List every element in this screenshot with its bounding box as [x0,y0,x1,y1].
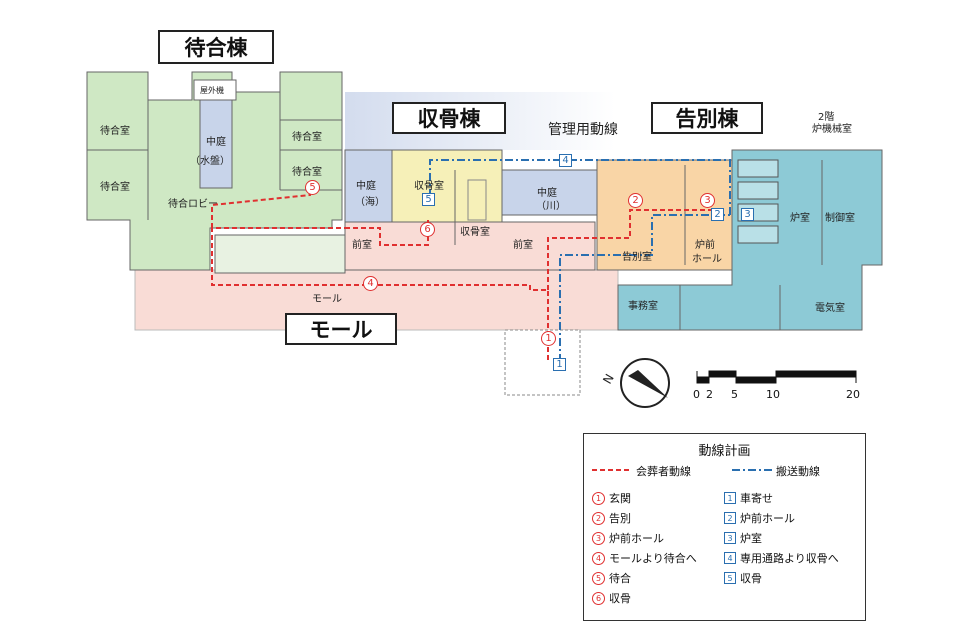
restroom-area [214,234,346,274]
mourner-marker-3: 3 [700,193,715,208]
legend-transport-marker: 2 [724,512,736,524]
room-courtyard-river-sub: （川） [536,201,566,212]
legend-transport-text: 収骨 [740,572,762,585]
legend-transport-marker: 5 [724,572,736,584]
room-bone-2: 収骨室 [460,227,490,238]
legend-mourner-marker: 1 [592,491,605,505]
legend-mourner-text: 炉前ホール [609,532,664,545]
room-control: 制御室 [825,213,855,224]
legend-mourner-text: 収骨 [609,592,631,605]
farewell-building-title: 告別棟 [651,102,763,134]
transport-route-private [429,159,731,215]
legend-transport-item: 3 炉室 [724,530,762,546]
room-waiting-3: 待合室 [292,132,322,143]
courtyard-river-shape [501,169,598,216]
room-courtyard-sea: 中庭 [356,181,376,192]
transport-marker-2: 2 [711,208,724,221]
waiting-building-title: 待合棟 [158,30,274,64]
room-waiting-1: 待合室 [100,126,130,137]
room-mall: モール [312,294,342,305]
mourner-marker-2: 2 [628,193,643,208]
legend-mourner-marker: 5 [592,571,605,585]
transport-marker-1: 1 [553,358,566,371]
mourner-marker-1: 1 [541,331,556,346]
legend-mourner-item: 3 炉前ホール [592,530,664,546]
room-anteroom-2: 前室 [513,240,533,251]
transport-route-line [559,214,730,362]
bone-building-title: 収骨棟 [392,102,506,134]
legend-mourner-item: 1 玄関 [592,490,631,506]
legend-mourner-item: 4 モールより待合へ [592,550,697,566]
legend-mourner-item: 6 収骨 [592,590,631,606]
legend-title: 動線計画 [698,444,751,459]
legend-transport-label: 搬送動線 [776,465,820,478]
legend-transport-marker: 3 [724,532,736,544]
room-electrical: 電気室 [815,303,845,314]
legend-mourner-marker: 3 [592,531,605,545]
room-courtyard-sea-sub: （海） [355,197,385,208]
legend-lines [592,469,772,471]
room-furnace-hall-2: ホール [692,254,722,265]
transport-marker-4: 4 [559,154,572,167]
legend-box: 動線計画 会葬者動線 搬送動線 1 玄関 2 告別 3 炉前ホール 4 モールより待合へ 5 待合… [583,433,866,621]
management-route-label: 管理用動線 [548,122,618,138]
mourner-marker-5: 5 [305,180,320,195]
room-bone-1: 収骨室 [414,181,444,192]
scale-tick-10: 10 [766,388,780,401]
legend-mourner-marker: 6 [592,591,605,605]
compass-arrow [628,370,668,398]
room-courtyard-water-sub: （水盤） [190,156,230,167]
legend-transport-item: 4 専用通路より収骨へ [724,550,839,566]
legend-mourner-text: モールより待合へ [609,552,697,565]
legend-transport-text: 専用通路より収骨へ [740,552,839,565]
legend-transport-item: 1 車寄せ [724,490,773,506]
mall-title: モール [285,313,397,345]
legend-mourner-marker: 2 [592,511,605,525]
legend-mourner-text: 待合 [609,572,631,585]
mourner-marker-6: 6 [420,222,435,237]
room-courtyard-river: 中庭 [537,188,557,199]
mourner-marker-4: 4 [363,276,378,291]
scale-bar [696,370,857,384]
furnace-machine-room-label: 炉機械室 [812,124,852,135]
legend-transport-item: 5 収骨 [724,570,762,586]
mourner-route-waiting [211,185,311,228]
legend-mourner-marker: 4 [592,551,605,565]
second-floor-label: 2階 [818,112,835,123]
room-furnace: 炉室 [790,213,810,224]
legend-transport-text: 車寄せ [740,492,773,505]
transport-marker-3: 3 [741,208,754,221]
legend-transport-marker: 1 [724,492,736,504]
legend-mourner-item: 5 待合 [592,570,631,586]
outdoor-unit-box [193,79,237,101]
scale-tick-0: 0 [693,388,700,401]
room-outdoor-unit: 屋外機 [200,86,224,95]
room-waiting-4: 待合室 [292,167,322,178]
legend-mourner-label: 会葬者動線 [636,465,691,478]
scale-tick-2: 2 [706,388,713,401]
legend-transport-text: 炉前ホール [740,512,795,525]
room-anteroom-1: 前室 [352,240,372,251]
legend-mourner-item: 2 告別 [592,510,631,526]
room-waiting-lobby: 待合ロビー [168,199,218,210]
legend-mourner-text: 玄関 [609,492,631,505]
transport-marker-5: 5 [422,193,435,206]
scale-tick-5: 5 [731,388,738,401]
room-furnace-hall-1: 炉前 [695,240,715,251]
scale-tick-20: 20 [846,388,860,401]
legend-transport-marker: 4 [724,552,736,564]
legend-transport-item: 2 炉前ホール [724,510,795,526]
legend-mourner-text: 告別 [609,512,631,525]
room-waiting-2: 待合室 [100,182,130,193]
mourner-route-farewell [547,209,720,290]
room-courtyard-water: 中庭 [206,137,226,148]
legend-transport-text: 炉室 [740,532,762,545]
room-office: 事務室 [628,301,658,312]
room-farewell: 告別室 [622,252,652,263]
